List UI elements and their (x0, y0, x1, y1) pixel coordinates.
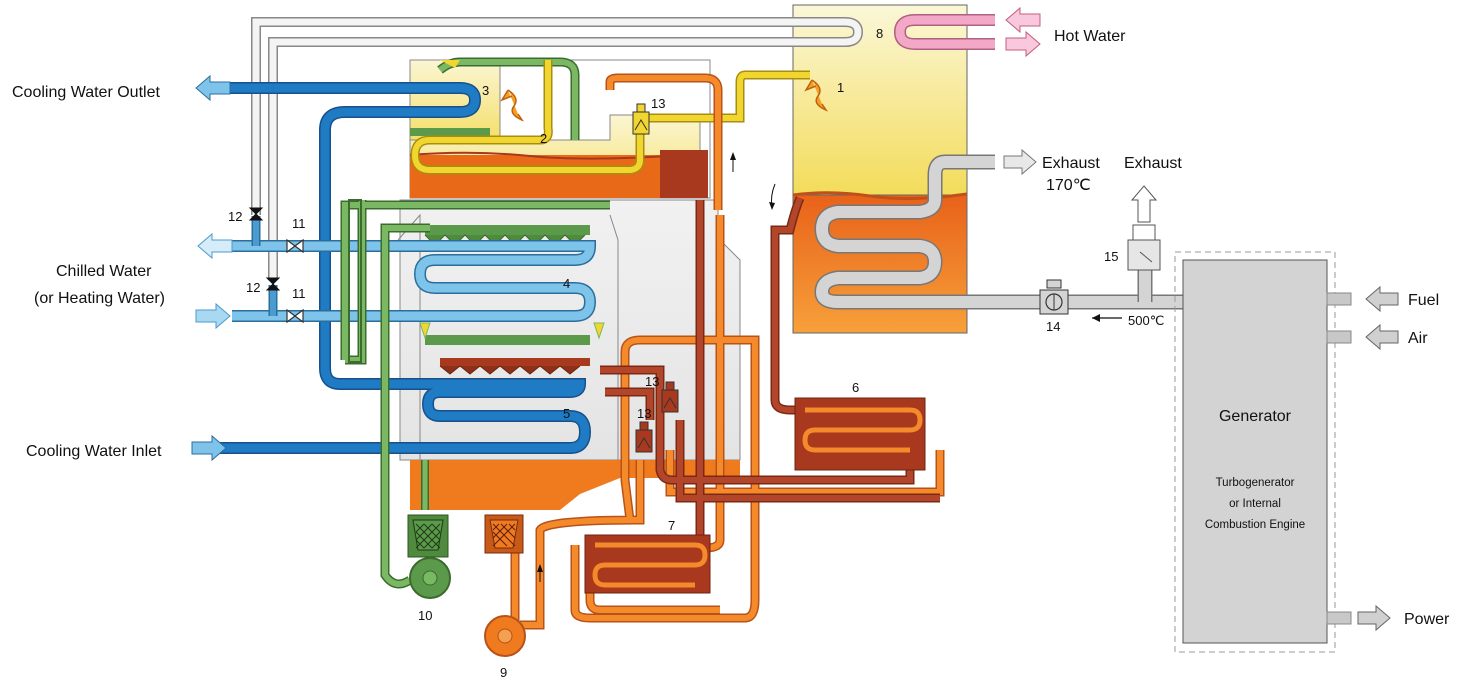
vapor-pipe (410, 60, 810, 175)
valve-12-lower[interactable] (265, 277, 281, 291)
hot-water-label: Hot Water (1054, 28, 1126, 45)
component-number-12-lower: 12 (246, 280, 260, 295)
exhaust-gas-coil (814, 154, 1190, 310)
cooling-water-inlet-label: Cooling Water Inlet (26, 443, 162, 460)
valve-11-upper[interactable] (286, 238, 304, 254)
component-number-9: 9 (500, 665, 507, 679)
power-label: Power (1404, 611, 1450, 628)
solution-pump (484, 514, 526, 657)
exhaust-flow-arrow (1092, 314, 1122, 322)
chilled-water-inlet-arrow (195, 302, 231, 330)
cooling-water-outlet-arrow (195, 74, 231, 102)
component-number-13-lower: 13 (637, 406, 651, 421)
air-arrow (1365, 323, 1399, 351)
exhaust-stack-15 (1127, 224, 1161, 271)
component-number-2: 2 (540, 131, 547, 146)
low-temp-heat-exchanger (584, 534, 711, 594)
heating-water-label: (or Heating Water) (34, 290, 165, 307)
valve-12-upper[interactable] (248, 207, 264, 221)
temp-500-label: 500℃ (1128, 313, 1164, 328)
component-number-6: 6 (852, 380, 859, 395)
chilled-water-label: Chilled Water (56, 263, 152, 280)
component-number-13-vapor: 13 (651, 96, 665, 111)
component-number-12-upper: 12 (228, 209, 242, 224)
exhaust-hx-arrow (1003, 148, 1037, 176)
generator-label: Generator (1219, 408, 1292, 425)
refrigerant-drip-arrows (419, 322, 605, 340)
control-valve-13-upper[interactable] (661, 381, 679, 413)
control-valve-13-lower[interactable] (635, 421, 653, 453)
component-number-11-lower: 11 (292, 286, 306, 301)
heat-flow-arrow-3 (500, 89, 525, 122)
component-number-3: 3 (482, 83, 489, 98)
turbogenerator-label: Turbogenerator (1216, 477, 1295, 489)
component-number-14: 14 (1046, 319, 1060, 334)
component-number-8: 8 (876, 26, 883, 41)
component-number-10: 10 (418, 608, 432, 623)
exhaust-hx-label: Exhaust (1042, 155, 1100, 172)
cooling-water-outlet-label: Cooling Water Outlet (12, 84, 160, 101)
power-arrow (1357, 604, 1391, 632)
generator-unit (1174, 251, 1352, 653)
cooling-water-inlet-arrow (191, 434, 227, 462)
exhaust-top-label: Exhaust (1124, 155, 1182, 172)
or-internal-label: or Internal (1229, 498, 1281, 510)
component-number-7: 7 (668, 518, 675, 533)
component-number-13-upper: 13 (645, 374, 659, 389)
exhaust-valve-14[interactable] (1039, 279, 1069, 315)
component-number-4: 4 (563, 276, 570, 291)
solution-up-arrow-2 (537, 564, 543, 582)
component-number-11-upper: 11 (292, 216, 306, 231)
heat-flow-arrow-1 (804, 79, 829, 112)
solution-up-arrow-1 (730, 152, 736, 172)
fuel-arrow (1365, 285, 1399, 313)
solution-curve-arrow (769, 183, 776, 210)
exhaust-hx-temp-label: 170℃ (1046, 177, 1091, 194)
control-valve-13-vapor[interactable] (632, 103, 650, 135)
combustion-engine-label: Combustion Engine (1205, 519, 1305, 531)
fuel-label: Fuel (1408, 292, 1439, 309)
component-number-5: 5 (563, 406, 570, 421)
heating-water-pipe (251, 17, 864, 280)
component-number-1: 1 (837, 80, 844, 95)
hot-water-inlet-arrow (1005, 6, 1041, 34)
hot-water-outlet-arrow (1005, 30, 1041, 58)
air-label: Air (1408, 330, 1428, 347)
refrigerant-pipe (340, 57, 610, 589)
high-temp-heat-exchanger (794, 397, 926, 471)
valve-11-lower[interactable] (286, 308, 304, 324)
hot-water-coil (893, 14, 995, 50)
refrigerant-pump (407, 514, 451, 599)
cooling-water-pipe (210, 82, 592, 454)
exhaust-top-arrow (1130, 185, 1158, 223)
chilled-water-outlet-arrow (197, 232, 233, 260)
component-number-15: 15 (1104, 249, 1118, 264)
